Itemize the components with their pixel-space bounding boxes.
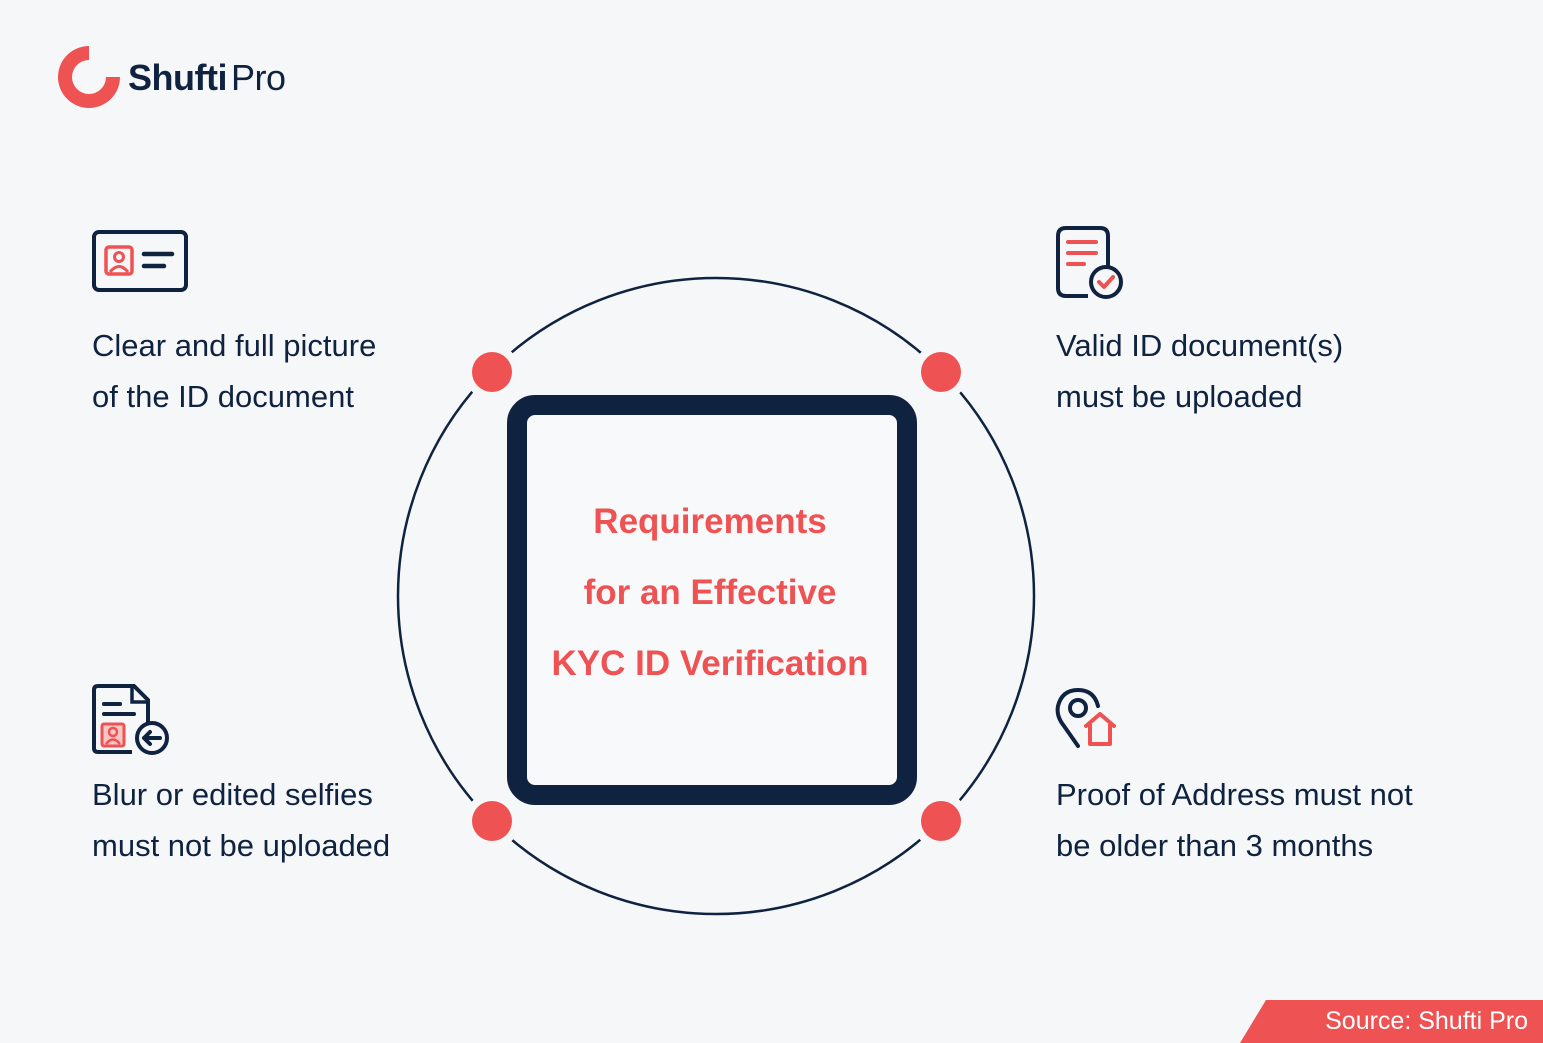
brand-name-light: Pro <box>230 57 286 98</box>
dot-marker-top-right <box>921 352 961 392</box>
center-title: Requirements for an Effective KYC ID Ver… <box>520 486 900 699</box>
document-check-icon <box>1056 226 1123 299</box>
requirement-clear-picture: Clear and full picture of the ID documen… <box>92 320 376 422</box>
dot-marker-bottom-right <box>921 801 961 841</box>
requirement-valid-documents: Valid ID document(s) must be uploaded <box>1056 320 1343 422</box>
id-card-icon <box>92 230 188 292</box>
center-title-line-2: for an Effective <box>583 573 837 612</box>
requirement-proof-of-address: Proof of Address must not be older than … <box>1056 769 1413 871</box>
requirement-text-line: Clear and full picture <box>92 328 377 363</box>
ring-logo-icon <box>58 46 120 108</box>
requirement-text-line: Valid ID document(s) <box>1056 328 1344 363</box>
requirement-text-line: Proof of Address must not <box>1056 777 1413 812</box>
requirement-no-edited-selfies: Blur or edited selfies must not be uploa… <box>92 769 390 871</box>
requirement-text-line: must not be uploaded <box>92 828 391 863</box>
address-pin-home-icon <box>1055 688 1116 748</box>
center-title-line-1: Requirements <box>593 502 827 541</box>
source-banner <box>1240 1000 1543 1043</box>
requirement-text-line: of the ID document <box>92 379 354 414</box>
selfie-document-icon <box>92 684 169 755</box>
center-title-line-3: KYC ID Verification <box>551 644 869 683</box>
outer-circle <box>396 276 1036 916</box>
center-frame <box>507 395 917 805</box>
requirement-text-line: Blur or edited selfies <box>92 777 373 812</box>
source-label: Source: Shufti Pro <box>1325 1007 1528 1035</box>
requirement-text-line: must be uploaded <box>1056 379 1303 414</box>
brand-name-bold: Shufti <box>128 57 227 98</box>
requirement-text-line: be older than 3 months <box>1056 828 1374 863</box>
dot-marker-top-left <box>472 352 512 392</box>
dot-marker-bottom-left <box>472 801 512 841</box>
